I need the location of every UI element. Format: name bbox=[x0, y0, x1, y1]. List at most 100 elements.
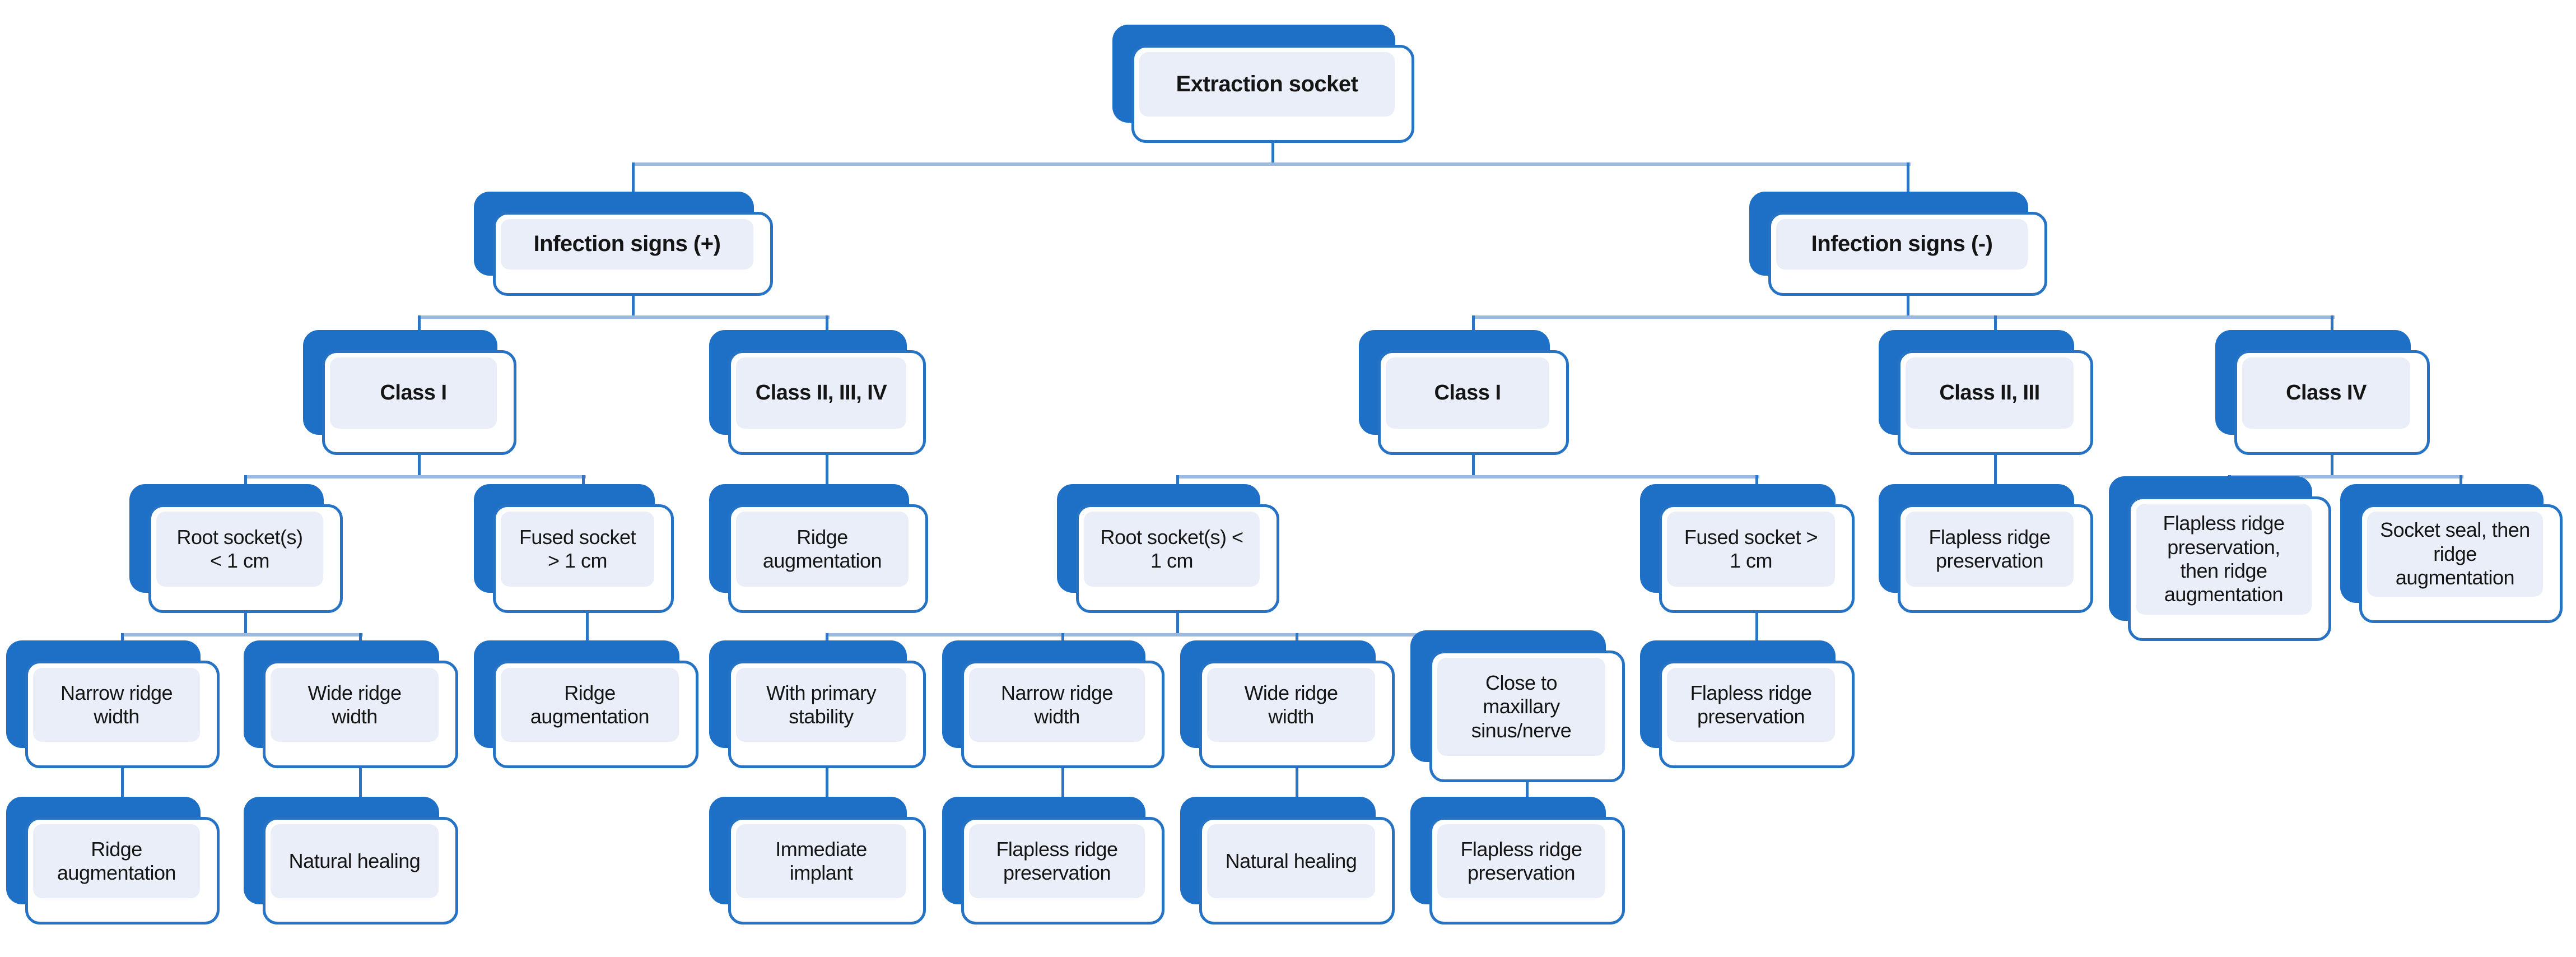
connector-h-14 bbox=[244, 475, 586, 478]
node-neg-class-2-3: Class II, III bbox=[1879, 330, 2093, 455]
node-face: Flapless ridge preservation, then ridge … bbox=[2128, 496, 2331, 641]
node-pos-narrow-ridge: Narrow ridge width bbox=[6, 640, 220, 768]
node-face: Fused socket > 1 cm bbox=[1659, 504, 1855, 613]
connector-v-40 bbox=[359, 768, 362, 817]
node-panel: Flapless ridge preservation bbox=[1437, 824, 1605, 898]
node-label: Ridge augmentation bbox=[530, 681, 650, 728]
node-face: Infection signs (+) bbox=[493, 212, 773, 296]
node-label: With primary stability bbox=[766, 681, 877, 728]
node-panel: Fused socket > 1 cm bbox=[501, 512, 654, 587]
node-neg-class-1: Class I bbox=[1359, 330, 1569, 455]
node-panel: Natural healing bbox=[271, 824, 439, 898]
node-panel: Infection signs (+) bbox=[501, 219, 753, 270]
node-face: Flapless ridge preservation bbox=[1898, 504, 2093, 613]
node-panel: Flapless ridge preservation, then ridge … bbox=[2136, 504, 2312, 615]
node-panel: Root socket(s) < 1 cm bbox=[1084, 512, 1260, 587]
node-panel: Ridge augmentation bbox=[501, 668, 679, 742]
connector-v-8 bbox=[1907, 296, 1909, 319]
node-label: Narrow ridge width bbox=[60, 681, 173, 728]
connector-v-32 bbox=[1176, 613, 1179, 637]
node-panel: Flapless ridge preservation bbox=[1667, 668, 1835, 742]
node-panel: Class II, III bbox=[1906, 357, 2074, 429]
node-label: Close to maxillary sinus/nerve bbox=[1471, 671, 1572, 742]
node-face: Class IV bbox=[2234, 350, 2430, 455]
node-label: Flapless ridge preservation bbox=[1460, 837, 1582, 884]
connector-v-22 bbox=[1994, 455, 1997, 504]
node-neg-narrow-ridge: Narrow ridge width bbox=[942, 640, 1164, 768]
node-pos-wide-natural-healing: Natural healing bbox=[244, 797, 458, 925]
node-neg-with-primary-stability: With primary stability bbox=[709, 640, 926, 768]
node-infection-positive: Infection signs (+) bbox=[474, 192, 773, 296]
node-face: Immediate implant bbox=[728, 817, 926, 925]
node-face: Wide ridge width bbox=[1199, 661, 1395, 768]
connector-v-18 bbox=[1472, 455, 1475, 478]
node-label: Extraction socket bbox=[1176, 71, 1358, 96]
node-label: Flapless ridge preservation, then ridge … bbox=[2163, 512, 2285, 606]
node-panel: Wide ridge width bbox=[1207, 668, 1375, 742]
node-face: Class II, III bbox=[1898, 350, 2093, 455]
node-neg-class-4-socket-seal: Socket seal, then ridge augmentation bbox=[2340, 484, 2563, 623]
node-neg-class-4-flapless-then-ridge: Flapless ridge preservation, then ridge … bbox=[2109, 476, 2331, 641]
node-label: Class I bbox=[1434, 381, 1501, 405]
node-label: Socket seal, then ridge augmentation bbox=[2380, 518, 2530, 589]
connector-v-39 bbox=[121, 768, 124, 817]
node-neg-close-maxillary: Close to maxillary sinus/nerve bbox=[1410, 630, 1625, 782]
node-face: Infection signs (-) bbox=[1768, 212, 2047, 296]
node-label: Ridge augmentation bbox=[57, 837, 176, 884]
connector-v-41 bbox=[826, 768, 828, 817]
node-face: Close to maxillary sinus/nerve bbox=[1429, 651, 1625, 782]
node-panel: Class I bbox=[330, 357, 497, 429]
node-face: Flapless ridge preservation bbox=[961, 817, 1164, 925]
node-infection-negative: Infection signs (-) bbox=[1749, 192, 2047, 296]
node-panel: Close to maxillary sinus/nerve bbox=[1437, 658, 1605, 756]
node-label: Natural healing bbox=[288, 849, 421, 872]
connector-v-27 bbox=[244, 613, 247, 637]
node-face: Ridge augmentation bbox=[493, 661, 698, 768]
node-label: Class IV bbox=[2286, 381, 2367, 405]
node-panel: Class II, III, IV bbox=[736, 357, 906, 429]
node-panel: Immediate implant bbox=[736, 824, 906, 898]
node-face: Flapless ridge preservation bbox=[1659, 661, 1855, 768]
node-neg-class-2-3-flapless: Flapless ridge preservation bbox=[1879, 484, 2093, 613]
node-label: Fused socket > 1 cm bbox=[519, 525, 636, 572]
node-face: Class I bbox=[1378, 350, 1569, 455]
node-face: With primary stability bbox=[728, 661, 926, 768]
node-label: Narrow ridge width bbox=[1000, 681, 1114, 728]
connector-h-33 bbox=[826, 633, 1530, 637]
node-label: Ridge augmentation bbox=[762, 525, 882, 572]
connector-v-17 bbox=[826, 455, 828, 504]
node-face: Natural healing bbox=[1199, 817, 1395, 925]
node-label: Flapless ridge preservation bbox=[996, 837, 1118, 884]
node-label: Flapless ridge preservation bbox=[1928, 525, 2051, 572]
node-panel: Class IV bbox=[2242, 357, 2410, 429]
connector-v-13 bbox=[418, 455, 421, 478]
node-panel: Ridge augmentation bbox=[736, 512, 909, 587]
node-face: Class II, III, IV bbox=[728, 350, 926, 455]
node-label: Fused socket > 1 cm bbox=[1684, 525, 1818, 572]
connector-h-28 bbox=[121, 633, 363, 637]
connector-v-3 bbox=[1907, 162, 1909, 212]
node-panel: Extraction socket bbox=[1139, 52, 1395, 117]
node-label: Immediate implant bbox=[775, 837, 867, 884]
node-panel: Narrow ridge width bbox=[969, 668, 1145, 742]
node-panel: Root socket(s) < 1 cm bbox=[156, 512, 323, 587]
node-label: Root socket(s) < 1 cm bbox=[1100, 525, 1243, 572]
node-panel: Narrow ridge width bbox=[33, 668, 200, 742]
node-label: Root socket(s) < 1 cm bbox=[176, 525, 303, 572]
node-panel: Class I bbox=[1386, 357, 1549, 429]
node-neg-root-sockets: Root socket(s) < 1 cm bbox=[1057, 484, 1279, 613]
node-face: Flapless ridge preservation bbox=[1429, 817, 1625, 925]
node-label: Class II, III bbox=[1939, 381, 2040, 405]
connector-h-1 bbox=[632, 162, 1911, 166]
node-neg-class-4: Class IV bbox=[2215, 330, 2430, 455]
node-label: Infection signs (+) bbox=[533, 231, 721, 257]
node-neg-fused-flapless: Flapless ridge preservation bbox=[1640, 640, 1855, 768]
node-neg-narrow-flapless: Flapless ridge preservation bbox=[942, 797, 1164, 925]
node-pos-narrow-ridge-augmentation: Ridge augmentation bbox=[6, 797, 220, 925]
node-label: Wide ridge width bbox=[308, 681, 402, 728]
node-face: Extraction socket bbox=[1131, 45, 1414, 143]
connector-h-19 bbox=[1176, 475, 1759, 478]
connector-v-0 bbox=[1271, 143, 1274, 166]
node-panel: Ridge augmentation bbox=[33, 824, 200, 898]
